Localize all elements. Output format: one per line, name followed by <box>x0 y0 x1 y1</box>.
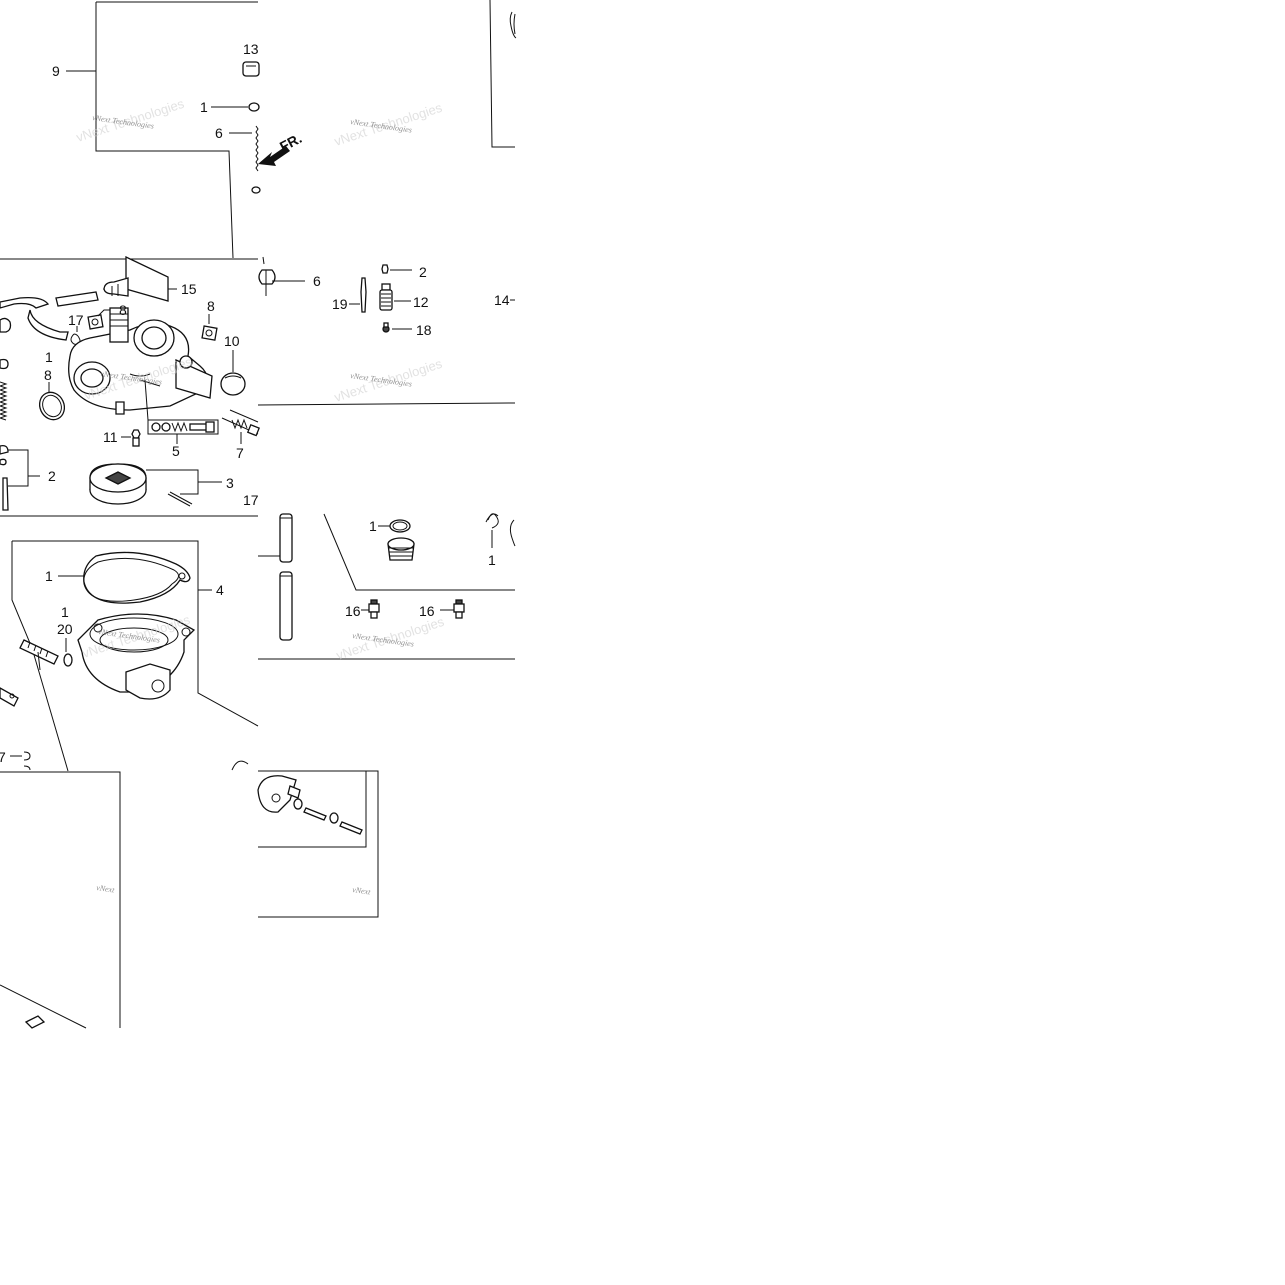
callout-1-top: 1 <box>200 99 208 115</box>
callout-5: 5 <box>172 443 180 459</box>
callout-8-b: 8 <box>207 298 215 314</box>
part-18-screw <box>382 322 412 333</box>
callout-8-c: 8 <box>44 367 52 383</box>
part-15-cover <box>55 255 177 307</box>
callout-1-bowl: 1 <box>45 568 53 584</box>
part-20-washer <box>63 638 73 667</box>
part-16-screw-a <box>361 599 380 619</box>
watermark-7: vNext <box>96 883 116 895</box>
part-8-nut-b <box>201 314 218 341</box>
callout-2-left: 2 <box>48 468 56 484</box>
callout-11: 11 <box>103 429 118 445</box>
part-12-needle-jet <box>379 283 411 311</box>
part-11-drain-screw <box>121 429 141 447</box>
watermark-2: vNext Technologies vNext Technologies <box>332 100 444 149</box>
part-7-idle-screw <box>221 409 260 444</box>
callout-16-b: 16 <box>419 603 435 619</box>
part-1-oring-top <box>211 102 260 112</box>
part-3-float <box>89 463 222 507</box>
part-19-needle <box>349 277 367 313</box>
part-8-oring <box>38 382 66 421</box>
part-left-edge-parts <box>0 317 40 511</box>
callout-13: 13 <box>243 41 259 57</box>
callout-17-b: 17 <box>243 492 259 508</box>
callout-10: 10 <box>224 333 240 349</box>
callout-9: 9 <box>52 63 60 79</box>
frame-lines <box>0 0 516 1029</box>
part-13-cap <box>242 61 260 77</box>
part-left-bolt <box>0 687 19 707</box>
callout-20: 20 <box>57 621 73 637</box>
callout-17-a: 17 <box>68 312 84 328</box>
watermark-6: vNext Technologies vNext Technologies <box>334 614 446 663</box>
callout-4: 4 <box>216 582 224 598</box>
part-fuel-pump <box>231 760 363 835</box>
carburetor-body <box>68 307 213 415</box>
callout-15: 15 <box>181 281 197 297</box>
part-10-cap <box>220 350 246 396</box>
callout-3: 3 <box>226 475 234 491</box>
callout-18: 18 <box>416 322 432 338</box>
callout-1-ring: 1 <box>369 518 377 534</box>
watermark-1: vNext Technologies vNext Technologies <box>74 96 186 145</box>
callout-6-mid: 6 <box>313 273 321 289</box>
watermark-8: vNext <box>352 885 372 897</box>
part-tube-left <box>0 296 69 341</box>
callout-14: 14 <box>494 292 510 308</box>
part-6-spring-top <box>229 125 261 194</box>
part-7-bottom-clip <box>10 751 31 771</box>
part-4-float-bowl <box>77 589 212 700</box>
svg-text:vNext: vNext <box>96 883 116 895</box>
callout-6-top: 6 <box>215 125 223 141</box>
part-1-screw-drain <box>19 639 59 671</box>
part-clip-right <box>485 513 516 548</box>
callout-7: 7 <box>236 445 244 461</box>
part-16-screw-b <box>440 599 465 619</box>
callout-19: 19 <box>332 296 348 312</box>
part-6-spring-mid <box>258 256 305 296</box>
part-top-right-fragment <box>509 11 517 39</box>
callout-1-left: 1 <box>45 349 53 365</box>
callout-12: 12 <box>413 294 429 310</box>
callout-2-jet: 2 <box>419 264 427 280</box>
part-tubes <box>258 513 293 641</box>
watermark-4: vNext Technologies vNext Technologies <box>332 356 444 405</box>
part-1-bowl-gasket <box>58 551 191 604</box>
callout-1-clip: 1 <box>488 552 496 568</box>
part-5-screw-set <box>144 379 219 444</box>
svg-text:vNext: vNext <box>352 885 372 897</box>
callout-16-a: 16 <box>345 603 361 619</box>
callouts: 9 13 1 6 14 6 2 12 18 19 15 8 17 8 1 8 1… <box>0 41 510 765</box>
part-cap-with-oring <box>378 519 415 561</box>
part-8-nut-a <box>87 309 114 330</box>
part-2-jet <box>381 264 412 274</box>
callout-7-bottom: 7 <box>0 749 6 765</box>
callout-1-screw: 1 <box>61 604 69 620</box>
callout-8-a: 8 <box>119 302 127 318</box>
part-bottom-left-fitting <box>24 1015 46 1029</box>
front-direction-arrow: FR. <box>258 130 304 166</box>
